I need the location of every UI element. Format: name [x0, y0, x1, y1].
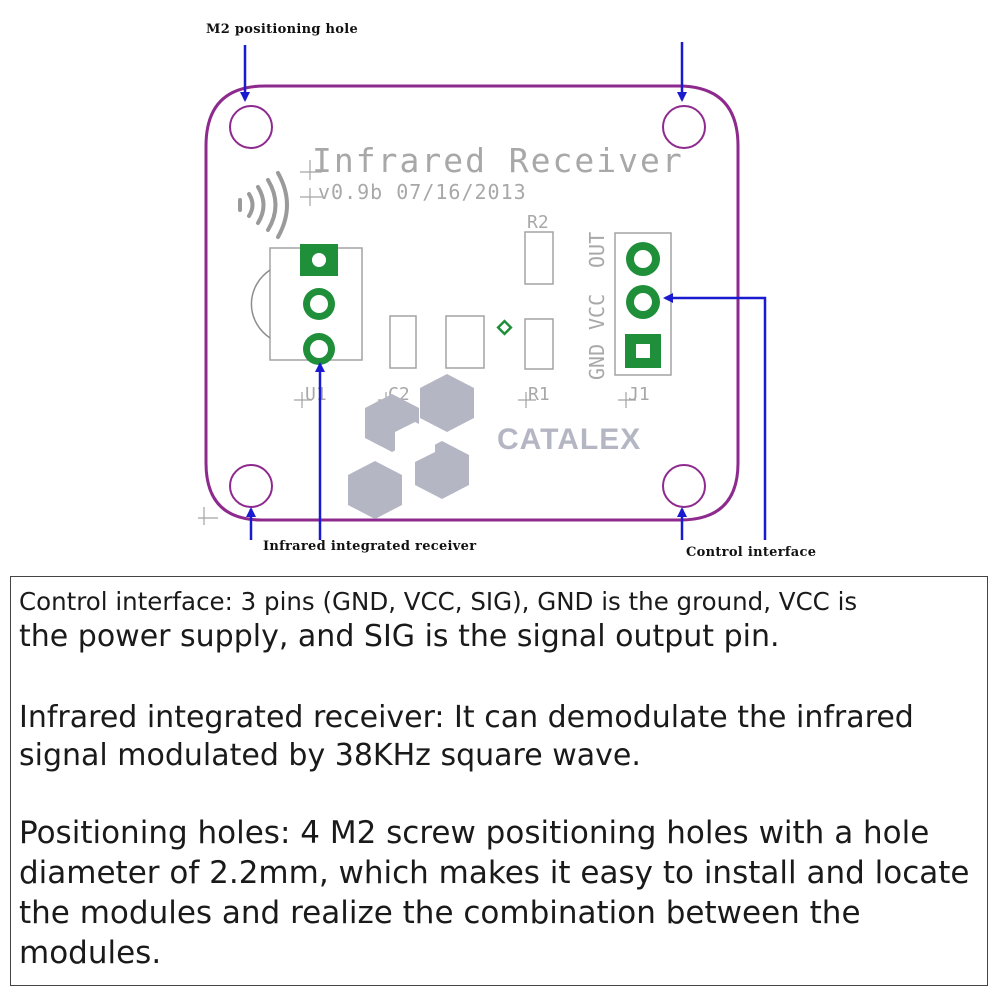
- arrow-control-interface: [663, 293, 767, 540]
- j1-footprint: [614, 232, 672, 376]
- description-infrared-receiver: Infrared integrated receiver: It can dem…: [19, 700, 914, 773]
- description-box: Control interface: 3 pins (GND, VCC, SIG…: [10, 576, 988, 986]
- callout-arrows: [240, 42, 767, 540]
- board-outline: [204, 84, 740, 522]
- callout-control-interface: Control interface: [686, 545, 817, 560]
- j1-pins: [625, 242, 661, 368]
- ir-receiver-footprint: [250, 244, 363, 365]
- pcb-version: v0.9b 07/16/2013: [318, 180, 527, 204]
- j1-label-vcc: VCC: [585, 294, 609, 330]
- description-positioning-holes: Positioning holes: 4 M2 screw positionin…: [19, 815, 970, 971]
- catalex-brand: CATALEX: [497, 423, 641, 456]
- positioning-hole-top-left: [229, 105, 273, 149]
- passive-components: [389, 231, 672, 376]
- description-control-interface: Control interface: 3 pins (GND, VCC, SIG…: [19, 585, 983, 655]
- c1-footprint: [445, 315, 485, 369]
- catalex-logo-icon: [348, 374, 474, 519]
- via: [496, 319, 513, 336]
- j1-label-out: OUT: [585, 232, 609, 268]
- pcb-title: Infrared Receiver: [312, 141, 684, 180]
- j1-label-gnd: GND: [585, 344, 609, 380]
- origin-marks: [198, 160, 322, 525]
- label-r2: R2: [527, 212, 549, 233]
- r2-footprint: [524, 231, 554, 285]
- description-control-line-1: Control interface: 3 pins (GND, VCC, SIG…: [19, 587, 858, 616]
- pcb-diagram: Infrared Receiver v0.9b 07/16/2013: [198, 42, 767, 540]
- description-control-line-2: the power supply, and SIG is the signal …: [19, 619, 780, 654]
- label-j1: J1: [628, 384, 650, 405]
- label-u1: U1: [305, 384, 327, 405]
- ir-signal-icon: [238, 171, 289, 239]
- callout-infrared-receiver: Infrared integrated receiver: [263, 539, 477, 554]
- r1-footprint: [524, 318, 554, 370]
- callout-m2-positioning-hole: M2 positioning hole: [206, 22, 359, 37]
- label-r1: R1: [528, 384, 550, 405]
- positioning-hole-top-right: [662, 105, 706, 149]
- c2-footprint: [389, 315, 417, 369]
